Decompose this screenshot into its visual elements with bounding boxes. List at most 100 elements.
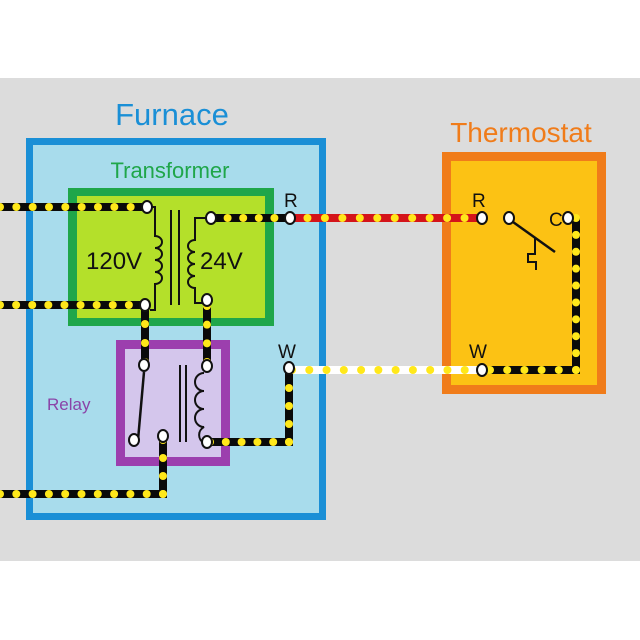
wire-dot xyxy=(77,203,86,211)
wire-dot xyxy=(408,214,417,222)
transformer-title: Transformer xyxy=(111,158,230,183)
primary-coil-icon xyxy=(150,206,163,311)
thermostat-r-terminal xyxy=(476,211,488,225)
wire-dot xyxy=(126,490,135,498)
wire-dot xyxy=(443,214,452,222)
transformer-primary-bottom-terminal xyxy=(139,298,151,312)
wire-dot xyxy=(305,366,314,374)
wire-dot xyxy=(572,298,580,307)
secondary-coil-icon xyxy=(187,217,209,304)
wire-dot xyxy=(269,438,278,446)
wire-dot xyxy=(391,366,400,374)
wire-dot xyxy=(60,301,69,309)
wire-dot xyxy=(357,366,366,374)
relay-switch-bottom-terminal xyxy=(128,433,140,447)
wire-dot xyxy=(12,301,21,309)
wire-dot xyxy=(159,472,167,480)
wire-dot xyxy=(572,281,580,290)
secondary-voltage-label: 24V xyxy=(200,248,243,275)
wire-dot xyxy=(45,203,53,211)
wire-dot xyxy=(44,490,53,498)
wire-dot xyxy=(443,366,452,374)
wire-dot xyxy=(373,214,382,222)
wire-dot xyxy=(285,402,293,410)
wire-dot xyxy=(374,366,383,374)
furnace-r-terminal xyxy=(284,211,296,225)
wire-dot xyxy=(270,214,279,222)
relay-switch-icon xyxy=(136,371,146,441)
transformer-secondary-bottom-terminal xyxy=(201,293,213,307)
wire-dot xyxy=(0,301,4,309)
wire-dot xyxy=(285,420,293,428)
relay-switch-top-terminal xyxy=(138,358,150,372)
wire-dot xyxy=(108,301,117,309)
wire-dot xyxy=(338,214,347,222)
primary-voltage-label: 120V xyxy=(86,248,142,275)
wire-dot xyxy=(142,490,151,498)
wire-dot xyxy=(339,366,348,374)
wire-dot xyxy=(76,301,85,309)
secondary-relay-wire xyxy=(203,302,211,366)
relay-coil-top-terminal xyxy=(201,359,213,373)
relay-coil-icon xyxy=(194,372,205,444)
thermostat-switch-icon xyxy=(512,220,556,270)
thermostat-w-terminal xyxy=(476,363,488,377)
transformer-core-icon xyxy=(170,210,180,305)
wire-dot xyxy=(285,384,293,392)
thermostat-title: Thermostat xyxy=(450,117,592,148)
wire-dot xyxy=(203,339,211,348)
wire-dot xyxy=(124,301,133,309)
wire-dot xyxy=(520,366,529,374)
wire-dot xyxy=(572,264,580,273)
wire-dot xyxy=(425,214,434,222)
wire-dot xyxy=(61,490,70,498)
wire-dot xyxy=(141,320,149,328)
wire-dot xyxy=(572,214,580,222)
thermostat-c-terminal xyxy=(562,211,574,225)
wire-dot xyxy=(254,214,263,222)
transformer-primary-top-terminal xyxy=(141,200,153,214)
thermostat-c-w-wire xyxy=(486,214,580,374)
wire-dot xyxy=(159,454,167,462)
wire-dot xyxy=(572,332,580,341)
wire-dot xyxy=(28,490,37,498)
transformer-secondary-top-terminal xyxy=(205,211,217,225)
furnace-r-label: R xyxy=(284,191,298,212)
wire-dot xyxy=(203,320,211,329)
wire-dot xyxy=(28,203,37,211)
wire-dot xyxy=(239,214,248,222)
wire-dot xyxy=(12,490,21,498)
wire-dot xyxy=(0,203,4,211)
wire-dot xyxy=(322,366,331,374)
wire-dot xyxy=(94,203,102,211)
wire-dot xyxy=(572,349,580,358)
wire-dot xyxy=(28,301,37,309)
wire-dot xyxy=(110,203,119,211)
wire-dot xyxy=(44,301,53,309)
wire-dot xyxy=(390,214,399,222)
relay-coil-bottom-terminal xyxy=(201,435,213,449)
line-hot-wire xyxy=(0,203,151,211)
wire-dot xyxy=(237,438,246,446)
wire-dot xyxy=(320,214,329,222)
wire-dot xyxy=(223,214,232,222)
wire-dot xyxy=(110,490,119,498)
wire-dot xyxy=(61,203,70,211)
wire-dot xyxy=(93,490,102,498)
wire-dot xyxy=(12,203,21,211)
wire-dot xyxy=(221,438,230,446)
thermostat-switch-terminal xyxy=(503,211,515,225)
furnace-w-terminal xyxy=(283,361,295,375)
furnace-w-label: W xyxy=(278,342,296,363)
relay-core-icon xyxy=(179,365,187,442)
r-thermostat-wire xyxy=(286,214,486,222)
thermostat-r-label: R xyxy=(472,191,486,212)
secondary-r-wire xyxy=(208,214,294,222)
relay-output-terminal xyxy=(157,429,169,443)
wire-dot xyxy=(159,490,167,498)
relay-title: Relay xyxy=(47,395,91,414)
wire-dot xyxy=(285,438,293,446)
wire-dot xyxy=(141,339,149,347)
wire-dot xyxy=(0,490,4,498)
